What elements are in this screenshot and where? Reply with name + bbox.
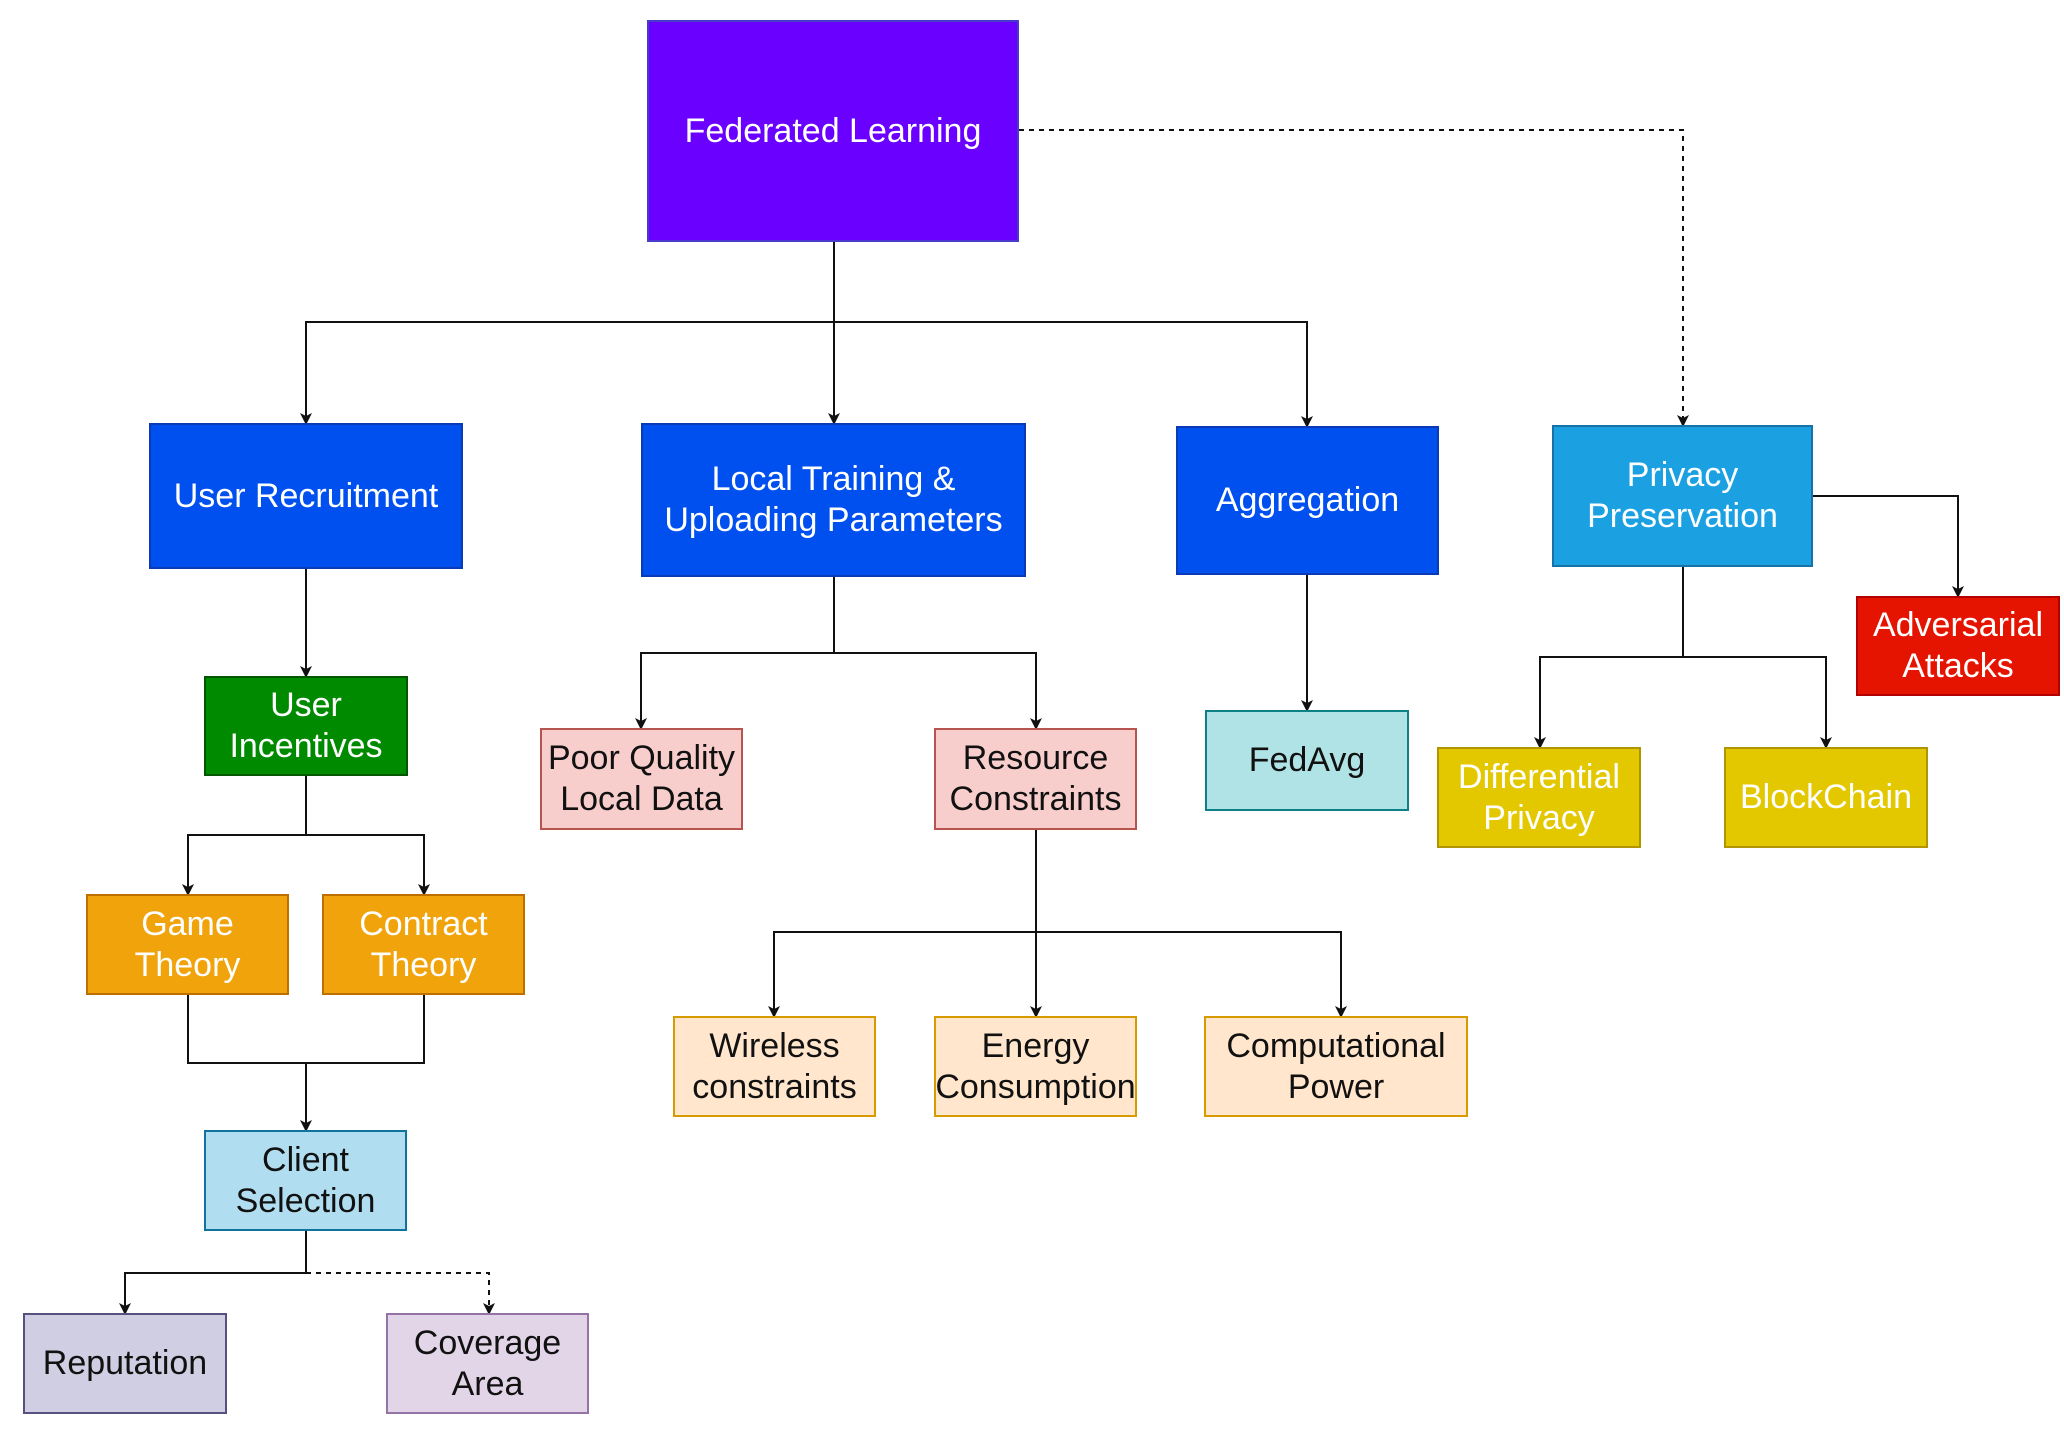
connector-federated-learning-to-user-recruitment xyxy=(300,242,835,425)
connector-game-theory-to-client-selection xyxy=(187,995,312,1132)
coverage-area-node: Coverage Area xyxy=(386,1313,589,1414)
reputation-node: Reputation xyxy=(23,1313,227,1414)
game-theory-label: Game Theory xyxy=(134,904,241,984)
federated-learning-node: Federated Learning xyxy=(647,20,1019,242)
local-training-node: Local Training & Uploading Parameters xyxy=(641,423,1026,577)
contract-theory-node: Contract Theory xyxy=(322,894,525,995)
differential-privacy-label: Differential Privacy xyxy=(1458,757,1620,837)
local-training-label: Local Training & Uploading Parameters xyxy=(664,460,1003,539)
wireless-label: Wireless constraints xyxy=(692,1026,857,1106)
differential-privacy-node: Differential Privacy xyxy=(1437,747,1641,848)
client-selection-label: Client Selection xyxy=(235,1140,376,1220)
connector-contract-theory-to-client-selection xyxy=(306,995,425,1064)
aggregation-node: Aggregation xyxy=(1176,426,1439,575)
connector-user-incentives-to-game-theory xyxy=(182,776,307,896)
reputation-label: Reputation xyxy=(42,1344,208,1383)
energy-label: Energy Consumption xyxy=(935,1026,1136,1106)
computational-label: Computational Power xyxy=(1226,1026,1446,1106)
user-incentives-node: User Incentives xyxy=(204,676,408,776)
adversarial-attacks-label: Adversarial Attacks xyxy=(1872,606,2044,685)
connector-local-training-to-poor-quality xyxy=(635,577,835,730)
connector-client-selection-to-coverage-area xyxy=(306,1272,495,1315)
game-theory-node: Game Theory xyxy=(86,894,289,995)
poor-quality-label: Poor Quality Local Data xyxy=(547,739,736,818)
connector-federated-learning-to-aggregation xyxy=(834,321,1313,428)
privacy-preservation-label: Privacy Preservation xyxy=(1587,456,1778,535)
connector-local-training-to-resource-constraints xyxy=(834,652,1042,730)
user-recruitment-node: User Recruitment xyxy=(149,423,463,569)
privacy-preservation-node: Privacy Preservation xyxy=(1552,425,1813,567)
adversarial-attacks-node: Adversarial Attacks xyxy=(1856,596,2060,696)
federated-learning-label: Federated Learning xyxy=(684,111,982,150)
connector-privacy-preservation-to-blockchain xyxy=(1683,656,1832,749)
energy-node: Energy Consumption xyxy=(934,1016,1137,1117)
connector-resource-constraints-to-wireless xyxy=(768,830,1037,1018)
resource-constraints-node: Resource Constraints xyxy=(934,728,1137,830)
connector-privacy-preservation-to-adversarial-attacks xyxy=(1813,495,1964,598)
poor-quality-node: Poor Quality Local Data xyxy=(540,728,743,830)
client-selection-node: Client Selection xyxy=(204,1130,407,1231)
connector-federated-learning-to-privacy-preservation xyxy=(1019,129,1689,427)
computational-node: Computational Power xyxy=(1204,1016,1468,1117)
connector-resource-constraints-to-computational xyxy=(1036,931,1347,1018)
connector-privacy-preservation-to-differential-privacy xyxy=(1534,567,1684,749)
blockchain-label: BlockChain xyxy=(1740,778,1912,817)
blockchain-node: BlockChain xyxy=(1724,747,1928,848)
wireless-node: Wireless constraints xyxy=(673,1016,876,1117)
connector-client-selection-to-reputation xyxy=(119,1231,307,1315)
coverage-area-label: Coverage Area xyxy=(413,1323,562,1403)
fedavg-label: FedAvg xyxy=(1248,741,1366,780)
user-incentives-label: User Incentives xyxy=(229,686,383,765)
connector-user-incentives-to-contract-theory xyxy=(306,834,430,896)
fedavg-node: FedAvg xyxy=(1205,710,1409,811)
aggregation-label: Aggregation xyxy=(1215,481,1400,520)
contract-theory-label: Contract Theory xyxy=(359,904,488,984)
user-recruitment-label: User Recruitment xyxy=(173,476,439,515)
resource-constraints-label: Resource Constraints xyxy=(949,739,1122,818)
